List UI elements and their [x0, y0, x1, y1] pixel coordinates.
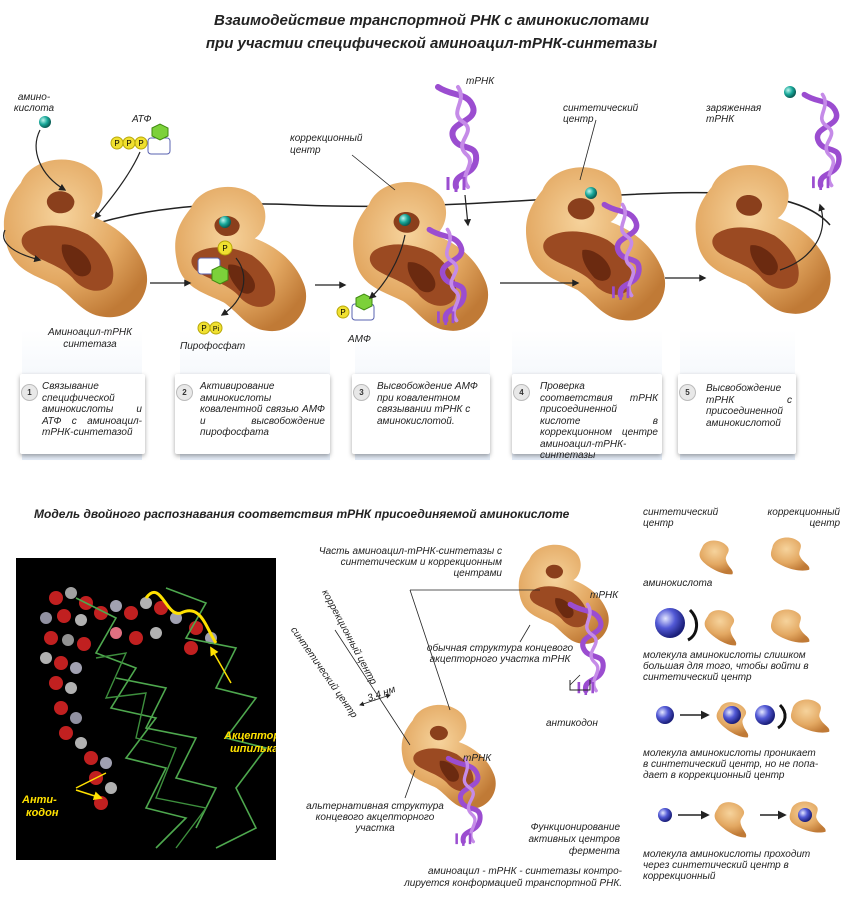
step-4-text: Проверка соответствия тРНК присоединенно… — [540, 381, 658, 461]
amp-p: P — [340, 308, 345, 317]
model-normal-structure: обычная структура концевого акцепторного… — [426, 643, 574, 665]
step-card-4: 4 Проверка соответствия тРНК присоединен… — [512, 374, 662, 461]
label-trna-top: тРНК — [466, 76, 495, 87]
model-function-2: активных центров — [528, 834, 621, 845]
title-line1: Взаимодействие транспортной РНК с аминок… — [214, 12, 649, 29]
label-synthetase-2: синтетаза — [63, 339, 117, 350]
rp-case3-1: молекула аминокислоты проходит — [643, 849, 811, 860]
step-3-text: Высвобождение АМФ при ковалентном связыв… — [377, 381, 478, 427]
step-2-badge: 2 — [176, 384, 193, 401]
crystal-structure-image: Акцепторная шпилька Анти- кодон — [16, 558, 276, 860]
step-card-2: 2 Активирование аминокислоты ковалентной… — [175, 374, 330, 454]
rp-large-amino-icon — [655, 608, 685, 638]
step-5-text: Высвобождение тРНК с присоединенной амин… — [706, 383, 792, 429]
right-panel-diagrams — [655, 537, 830, 839]
ppi-p: P — [201, 324, 206, 333]
step-5-badge: 5 — [679, 384, 696, 401]
label-synthetase-1: Аминоацил-тРНК — [47, 327, 133, 338]
rp-correction-center-icon — [770, 537, 810, 571]
atp-p1: P — [114, 139, 119, 148]
rp-amino-acid: аминокислота — [643, 578, 713, 589]
label-synthetic-2: центр — [563, 114, 594, 125]
rp-case1-2: большая для того, чтобы войти в — [643, 661, 809, 672]
photo-anticodon-1: Анти- — [22, 794, 57, 806]
step-card-3: 3 Высвобождение АМФ при ковалентном связ… — [352, 374, 490, 454]
enzyme-1 — [3, 159, 148, 318]
rp-case2-1: молекула аминокислоты проникает — [643, 748, 816, 759]
model-title: Модель двойного распознавания соответств… — [34, 507, 570, 521]
step-card-5: 5 Высвобождение тРНК с присоединенной ам… — [678, 374, 796, 454]
photo-acceptor-2: шпилька — [230, 743, 276, 755]
step-card-1: 1 Связывание специфической аминокислоты … — [20, 374, 145, 454]
photo-acceptor-1: Акцепторная — [224, 730, 276, 742]
rp-correction-2: центр — [809, 518, 840, 529]
label-charged-1: заряженная — [706, 103, 762, 114]
label-correction-1: коррекционный — [290, 133, 363, 144]
atp-p2: P — [126, 139, 131, 148]
amino-acid-icon — [39, 116, 51, 128]
title-line2: при участии специфической аминоацил-тРНК… — [205, 35, 658, 52]
step-1-text: Связывание специфической аминокислоты и … — [42, 381, 142, 438]
step-4-badge: 4 — [513, 384, 530, 401]
model-function-text-1: аминоацил - тРНК - синтетазы контро- — [427, 866, 622, 877]
rp-case1-3: синтетический центр — [643, 672, 752, 683]
label-charged-2: тРНК — [706, 114, 735, 125]
step-1-badge: 1 — [21, 384, 38, 401]
label-amino-1: амино- — [17, 92, 51, 103]
step-3-badge: 3 — [353, 384, 370, 401]
model-trna-1: тРНК — [590, 590, 619, 601]
process-diagram: P P P P P Pi P — [3, 60, 863, 335]
rp-synthetic-2: центр — [643, 518, 674, 529]
model-alt-structure: альтернативная структура концевого акцеп… — [306, 801, 444, 834]
rp-case3-2: через синтетический центр в — [643, 860, 789, 871]
model-trna-2: тРНК — [463, 753, 492, 764]
rp-case3-3: коррекционный — [643, 871, 716, 882]
label-amp: АМФ — [348, 334, 371, 345]
step-2-text: Активирование аминокислоты ковалентной с… — [200, 381, 325, 438]
ppi-pi: Pi — [213, 326, 220, 333]
trna-5-charged — [804, 95, 839, 190]
trna-3-top — [438, 87, 476, 192]
label-synthetic-1: синтетический — [563, 103, 639, 114]
step2-p: P — [222, 244, 227, 253]
atp-p3: P — [138, 139, 143, 148]
rp-correction-1: коррекционный — [767, 507, 840, 518]
label-atp: АТФ — [132, 114, 152, 125]
model-anticodon: антикодон — [546, 718, 598, 729]
label-amino-2: кислота — [13, 103, 55, 114]
label-pyrophosphate: Пирофосфат — [180, 341, 246, 352]
rp-case2-3: дает в коррекционный центр — [643, 770, 785, 781]
rp-case2-2: в синтетический центр, но не попа- — [643, 759, 819, 770]
model-function-text-2: лируется конформацией транспортной РНК. — [404, 878, 622, 889]
enzyme-2 — [175, 186, 307, 332]
enzyme-5 — [695, 165, 831, 314]
model-function-1: Функционирование — [530, 822, 620, 833]
rp-case1-1: молекула аминокислоты слишком — [643, 650, 806, 661]
label-correction-2: центр — [290, 145, 321, 156]
model-function-3: фермента — [568, 846, 620, 857]
model-diagram — [334, 544, 609, 900]
photo-anticodon-2: кодон — [26, 807, 59, 819]
rp-synthetic-1: синтетический — [643, 507, 719, 518]
model-part-label: Часть аминоацил-тРНК-синтетазы с синтети… — [318, 546, 502, 579]
rp-synthetic-center-icon — [696, 538, 738, 576]
